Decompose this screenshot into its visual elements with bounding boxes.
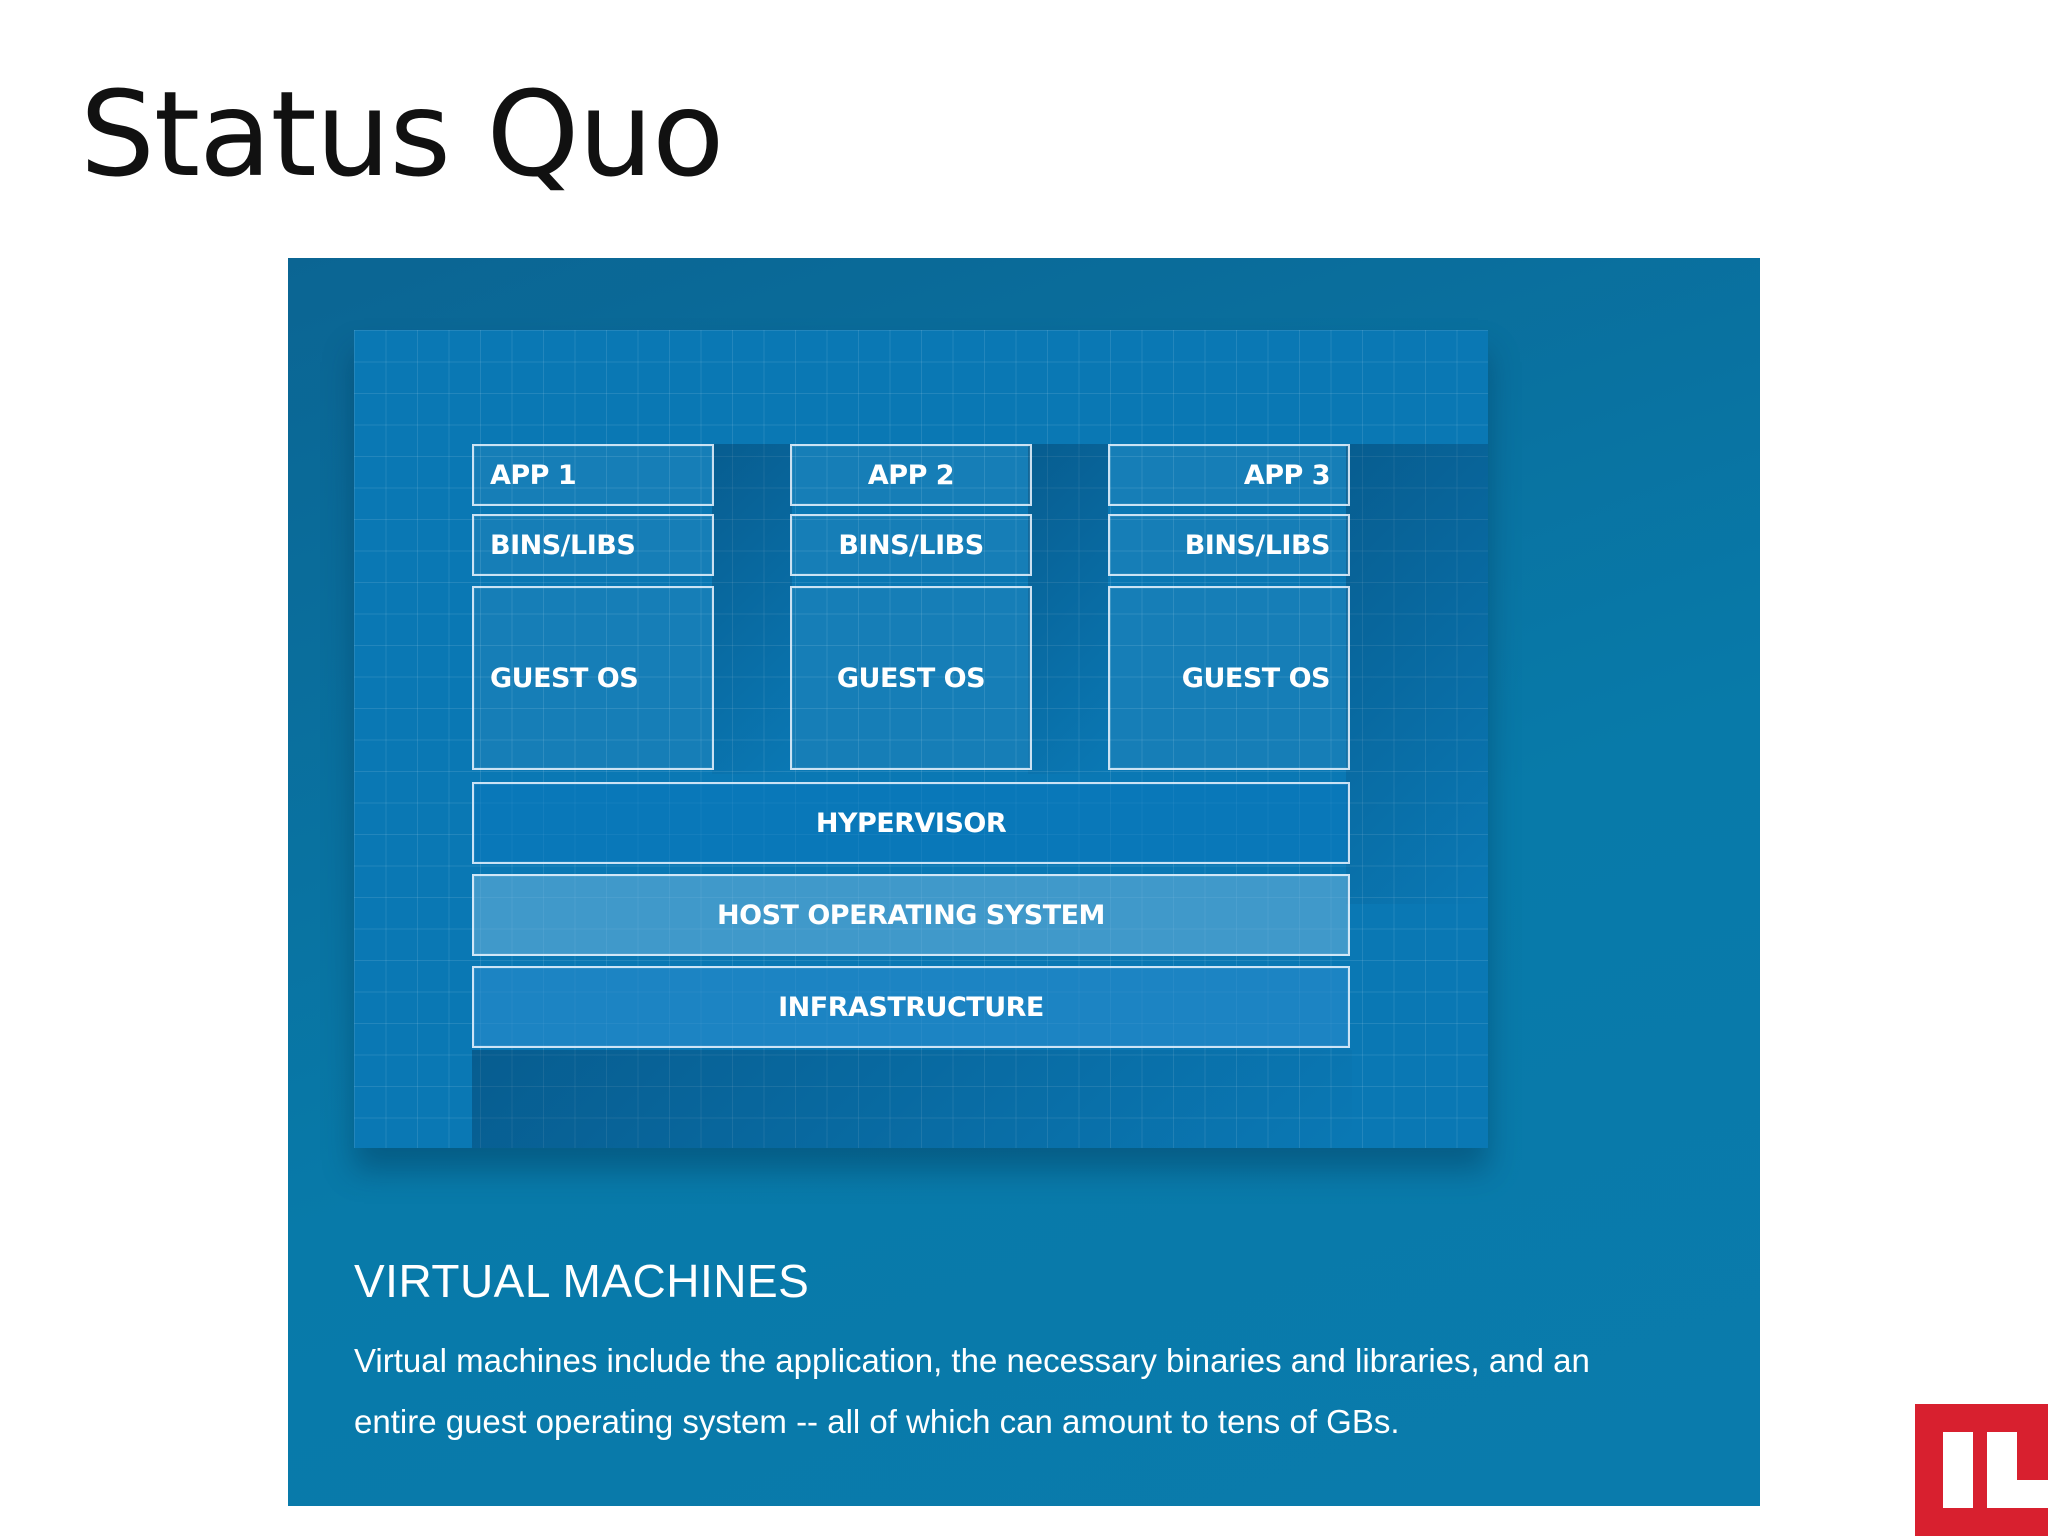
logo-bar [1987,1480,2048,1508]
hypervisor-layer: HYPERVISOR [472,782,1350,864]
caption-line-2: entire guest operating system -- all of … [354,1403,1400,1440]
caption-line-1: Virtual machines include the application… [354,1342,1590,1379]
vm1-app-box: APP 1 [472,444,714,506]
caption-body: Virtual machines include the application… [354,1330,1744,1452]
blueprint-diagram: APP 1 BINS/LIBS GUEST OS APP 2 BINS/LIBS… [354,330,1488,1148]
vm2-guest-os-box: GUEST OS [790,586,1032,770]
vm2-bins-libs-box: BINS/LIBS [790,514,1032,576]
vm3-app-box: APP 3 [1108,444,1350,506]
shadow [1346,444,1488,904]
slide-title: Status Quo [80,65,724,203]
vm3-bins-libs-box: BINS/LIBS [1108,514,1350,576]
vm1-guest-os-box: GUEST OS [472,586,714,770]
logo-bar [1943,1432,1973,1508]
virtual-machines-figure: APP 1 BINS/LIBS GUEST OS APP 2 BINS/LIBS… [288,258,1760,1506]
vm3-guest-os-box: GUEST OS [1108,586,1350,770]
shadow [1028,444,1108,774]
vm2-app-box: APP 2 [790,444,1032,506]
shadow [472,1050,1352,1148]
host-operating-system-layer: HOST OPERATING SYSTEM [472,874,1350,956]
vm1-bins-libs-box: BINS/LIBS [472,514,714,576]
logo-mark [1915,1404,2048,1536]
infrastructure-layer: INFRASTRUCTURE [472,966,1350,1048]
shadow [712,444,792,774]
caption-heading: VIRTUAL MACHINES [354,1255,810,1307]
